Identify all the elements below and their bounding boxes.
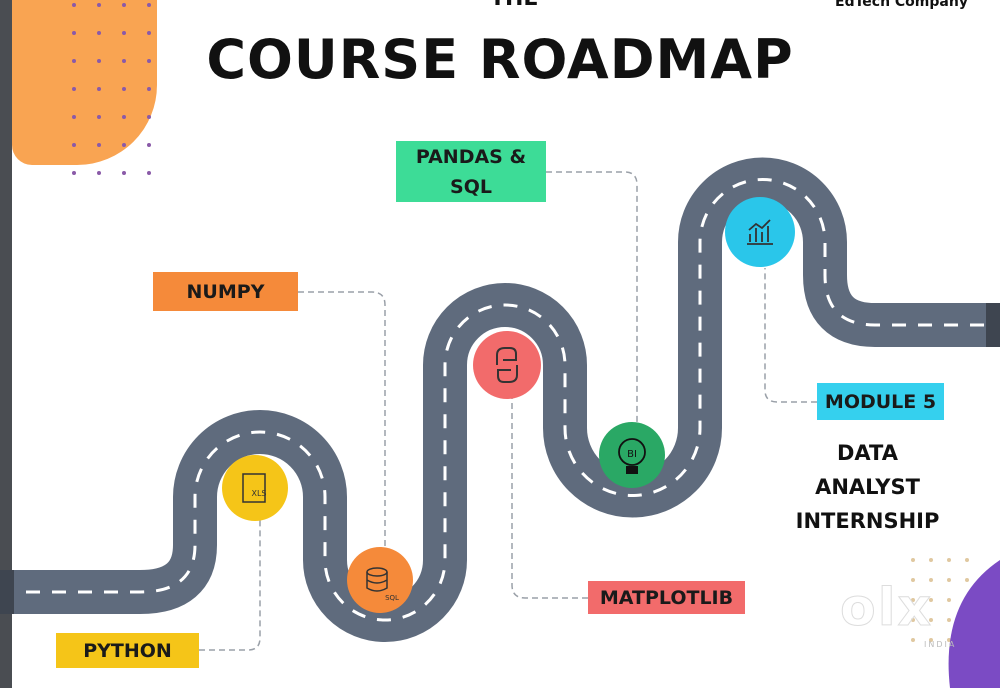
- decor-dot: [147, 143, 151, 147]
- connector-numpy: [298, 291, 386, 548]
- final-line-2: ANALYST: [815, 475, 920, 499]
- decor-dot: [122, 87, 126, 91]
- decor-dot: [122, 59, 126, 63]
- decor-dot: [947, 638, 951, 642]
- decor-dot: [147, 171, 151, 175]
- decor-dot: [72, 59, 76, 63]
- decor-dot: [72, 115, 76, 119]
- milestone-python: PYTHON: [56, 633, 199, 668]
- olx-watermark: olx: [839, 578, 934, 639]
- company-name: EdTech Company: [835, 0, 968, 10]
- connector-matplotlib: [511, 398, 588, 599]
- decor-dot: [122, 31, 126, 35]
- python-logo-icon: [473, 331, 541, 399]
- decor-dot: [911, 558, 915, 562]
- olx-watermark-country: INDIA: [924, 640, 957, 649]
- page-title: COURSE ROADMAP: [206, 28, 794, 91]
- decor-dot: [947, 618, 951, 622]
- decor-dot: [965, 558, 969, 562]
- decor-dot: [72, 31, 76, 35]
- decor-dot: [72, 143, 76, 147]
- decor-dot: [72, 3, 76, 7]
- decor-dot: [122, 143, 126, 147]
- decor-dot: [929, 598, 933, 602]
- decor-dot: [947, 558, 951, 562]
- decor-dot: [147, 31, 151, 35]
- decor-dot: [97, 87, 101, 91]
- decor-dot: [147, 115, 151, 119]
- sql-database-icon: SQL: [347, 547, 413, 613]
- decor-dot: [72, 87, 76, 91]
- bar-chart-icon: [725, 197, 795, 267]
- final-line-1: DATA: [836, 441, 898, 465]
- decor-dot: [911, 598, 915, 602]
- decor-dot: [929, 578, 933, 582]
- milestone-pandas-sql: PANDAS & SQL: [396, 141, 546, 202]
- left-edge-strip: [0, 0, 12, 688]
- decor-dot: [97, 3, 101, 7]
- milestone-module5: MODULE 5: [817, 383, 944, 420]
- final-goal-text: DATA ANALYST INTERNSHIP: [780, 436, 955, 538]
- decor-dot: [911, 638, 915, 642]
- decor-dot: [911, 618, 915, 622]
- decor-dot: [122, 115, 126, 119]
- decor-dot: [929, 638, 933, 642]
- connector-module5: [764, 268, 817, 403]
- dot-grid-topleft: [72, 3, 151, 175]
- pretitle: THE: [490, 0, 538, 11]
- decor-dot: [147, 59, 151, 63]
- decor-dot: [122, 171, 126, 175]
- decor-dot: [97, 143, 101, 147]
- decor-dot: [97, 59, 101, 63]
- milestone-numpy: NUMPY: [153, 272, 298, 311]
- decor-dot: [97, 31, 101, 35]
- decor-dot: [929, 618, 933, 622]
- road-end-cap: [986, 303, 1000, 347]
- milestone-matplotlib: MATPLOTLIB: [588, 581, 745, 614]
- decor-dot: [911, 578, 915, 582]
- svg-text:SQL: SQL: [385, 594, 399, 602]
- decor-dot: [122, 3, 126, 7]
- orange-blob-decoration: [12, 0, 157, 165]
- bi-lightbulb-icon: BI: [599, 422, 665, 488]
- decor-dot: [965, 578, 969, 582]
- decor-dot: [947, 598, 951, 602]
- xls-file-icon: XLS: [222, 455, 288, 521]
- road-start-cap: [0, 570, 14, 614]
- final-line-3: INTERNSHIP: [795, 509, 940, 533]
- decor-dot: [147, 3, 151, 7]
- decor-dot: [97, 171, 101, 175]
- decor-dot: [947, 578, 951, 582]
- road-lane-markings: [0, 178, 1000, 622]
- decor-dot: [72, 171, 76, 175]
- decor-dot: [147, 87, 151, 91]
- decor-dot: [97, 115, 101, 119]
- svg-text:XLS: XLS: [251, 489, 266, 498]
- decor-dot: [929, 558, 933, 562]
- purple-blob-decoration: [948, 560, 1000, 688]
- svg-text:BI: BI: [627, 449, 637, 460]
